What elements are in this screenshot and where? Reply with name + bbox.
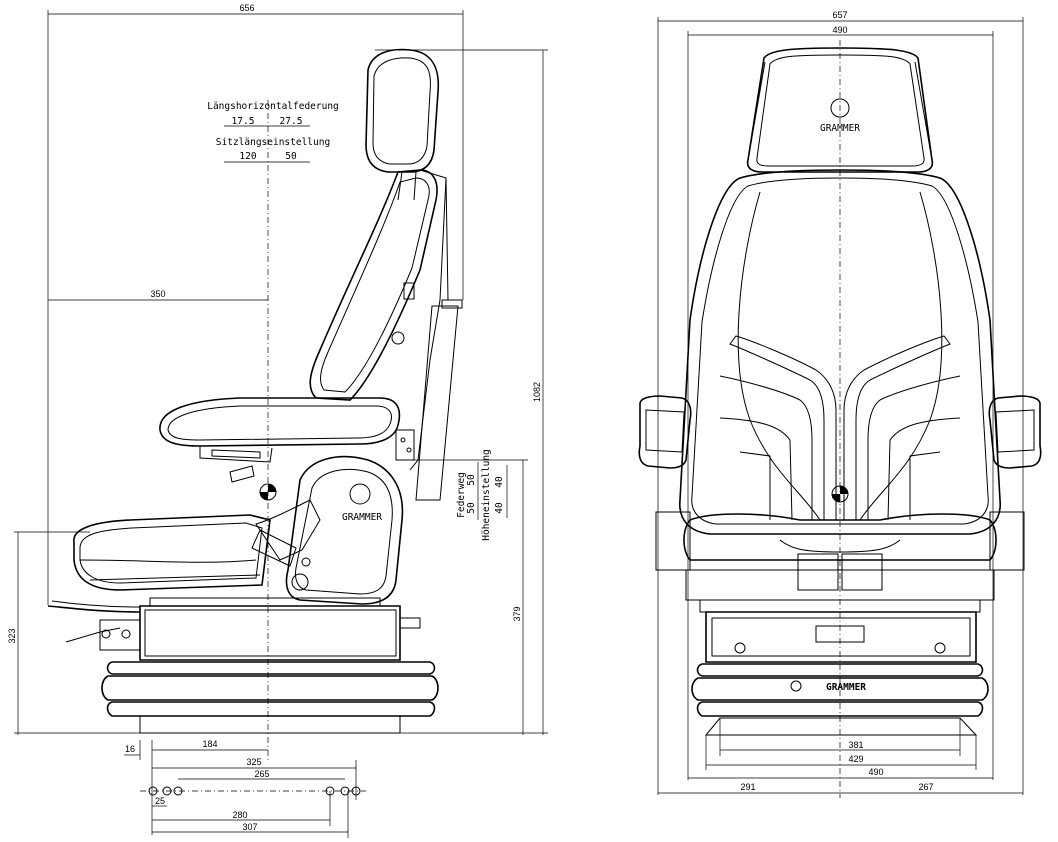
dim-325-label: 325	[246, 757, 261, 767]
label-sle-left: 120	[239, 151, 256, 162]
label-he-b: 40	[494, 476, 505, 488]
dim-height-total: 1082	[375, 49, 548, 735]
dim-184-label: 184	[202, 739, 217, 749]
dim-267-label: 267	[918, 782, 933, 792]
dim-381-label: 381	[848, 740, 863, 750]
dim-323-label: 323	[7, 628, 17, 643]
dim-265-label: 265	[254, 769, 269, 779]
dim-horizontal-offset: 350	[48, 289, 268, 301]
dim-1082-label: 1082	[532, 382, 542, 402]
dim-656-label: 656	[239, 3, 254, 13]
base-brand: GRAMMER	[826, 682, 866, 693]
bottom-dimensions: 16 184 325 265 25 280 307	[124, 739, 366, 838]
dim-16-label: 16	[125, 744, 135, 754]
dim-490-top-label: 490	[832, 25, 847, 35]
dim-280-label: 280	[232, 810, 247, 820]
dim-total-width: 656	[47, 3, 464, 605]
side-view: 656 1082 379 323 350	[7, 3, 548, 838]
label-laengshorizontalfederung: Längshorizontalfederung	[207, 101, 339, 112]
seat-side-drawing: GRAMMER	[47, 48, 463, 734]
label-sle-right: 50	[285, 151, 297, 162]
dim-490-bottom-label: 490	[868, 767, 883, 777]
annotation-federweg: Federweg 50 50 Höheneinstellung 40 40	[456, 449, 508, 541]
dim-base-height: 379	[400, 459, 528, 735]
front-bottom-dimensions: 381 429 490 291 267	[658, 718, 1023, 794]
dim-307-label: 307	[242, 822, 257, 832]
label-hoeheneinstellung: Höheneinstellung	[481, 449, 492, 541]
dim-429-label: 429	[848, 754, 863, 764]
label-fw-b: 50	[466, 474, 477, 486]
dim-front-headrest-width: 490	[687, 25, 994, 780]
dim-657-label: 657	[832, 10, 847, 20]
dim-seat-height: 323	[7, 531, 90, 735]
dim-291-label: 291	[740, 782, 755, 792]
dim-front-total-width: 657	[657, 10, 1024, 795]
label-he-a: 40	[494, 502, 505, 514]
dim-25-label: 25	[155, 796, 165, 806]
annotation-laengshorizontalfederung: Längshorizontalfederung 17.5 27.5 Sitzlä…	[207, 101, 339, 163]
label-fw-a: 50	[466, 502, 477, 514]
side-brand: GRAMMER	[342, 512, 382, 523]
dim-350-label: 350	[150, 289, 165, 299]
front-view: 657 490 GRAMMER	[638, 10, 1042, 798]
label-lhf-right: 27.5	[280, 116, 303, 127]
dim-379-label: 379	[512, 606, 522, 621]
label-sitzlaengseinstellung: Sitzlängseinstellung	[216, 137, 330, 148]
headrest-brand: GRAMMER	[820, 123, 860, 134]
label-lhf-left: 17.5	[232, 116, 255, 127]
label-federweg: Federweg	[456, 472, 467, 518]
